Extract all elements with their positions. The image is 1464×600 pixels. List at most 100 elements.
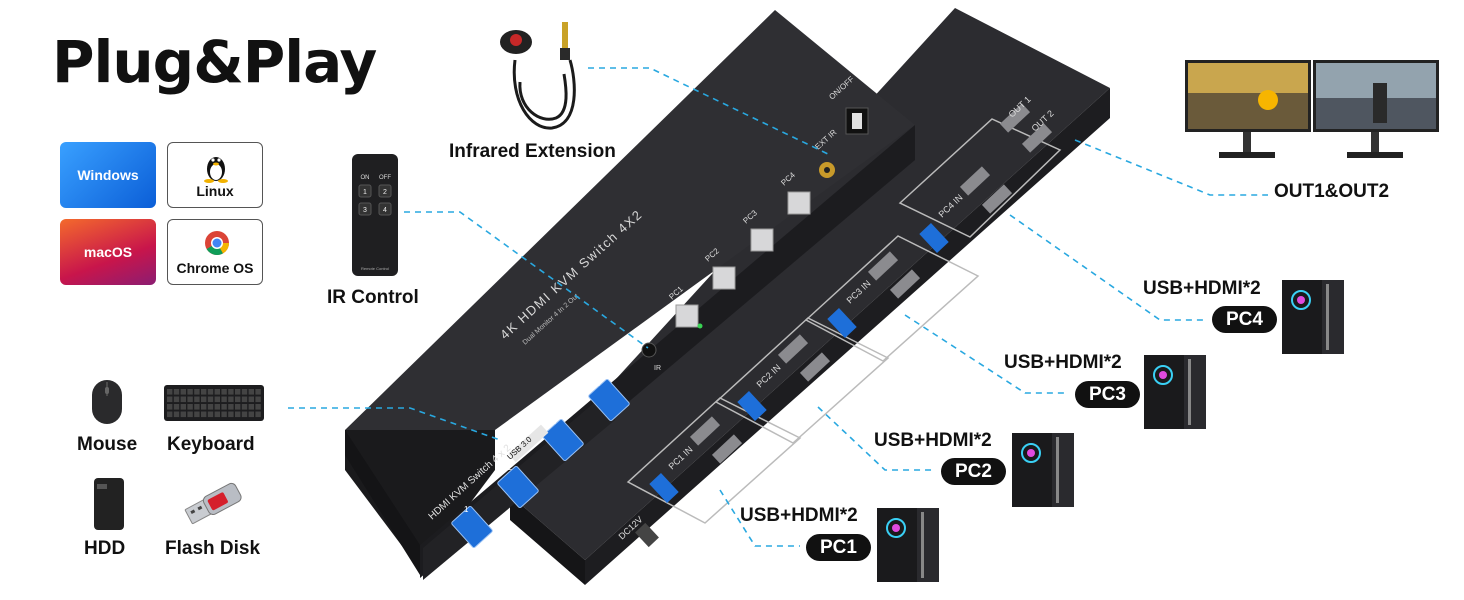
pc4-badge: PC4 <box>1212 306 1277 333</box>
windows-badge: Windows <box>60 142 156 208</box>
hdmi-port <box>689 416 721 446</box>
keyboard-key <box>201 411 207 418</box>
usb-port <box>737 391 767 421</box>
keyboard-key <box>207 404 214 410</box>
line-ir-extension <box>588 67 831 156</box>
macos-badge: macOS <box>60 219 156 285</box>
keyboard-key <box>180 404 186 410</box>
keyboard-key <box>228 396 234 403</box>
pc2-badge: PC2 <box>941 458 1006 485</box>
pc4-conn-label: USB+HDMI*2 <box>1143 278 1261 299</box>
infrared-extension-icon <box>500 22 576 130</box>
line-pc3 <box>904 314 1068 394</box>
linux-badge: Linux <box>167 142 263 208</box>
infrared-extension-label: Infrared Extension <box>449 141 616 162</box>
line-pc4 <box>1009 214 1205 321</box>
hdmi-port <box>889 269 921 299</box>
chromeos-badge: Chrome OS <box>167 219 263 285</box>
mouse-icon <box>92 380 122 424</box>
keyboard-key <box>167 411 173 418</box>
keyboard-key <box>173 411 180 418</box>
hdmi-port <box>981 184 1013 214</box>
keyboard-key <box>180 411 186 418</box>
keyboard-key <box>228 389 234 395</box>
keyboard-key <box>187 396 193 403</box>
keyboard-key <box>221 404 227 410</box>
remote-key-2: 2 <box>383 189 387 196</box>
linux-icon <box>204 157 228 183</box>
usb-port <box>919 223 949 253</box>
pc1-badge: PC1 <box>806 534 871 561</box>
hdmi-port <box>711 434 743 464</box>
pc3-tower-icon <box>1144 355 1206 429</box>
keyboard-key <box>235 411 241 418</box>
macos-label: macOS <box>83 244 133 260</box>
keyboard-key <box>187 411 193 418</box>
page-title: Plug&Play <box>52 28 377 96</box>
remote-on-text: ON <box>361 175 370 181</box>
windows-label: Windows <box>77 167 139 183</box>
keyboard-key <box>235 404 241 410</box>
hdmi-out-port <box>1021 123 1053 153</box>
keyboard-key <box>214 411 220 418</box>
keyboard-key <box>173 404 180 410</box>
kvm-switch-illustration: PC1 IN PC2 IN PC3 IN PC4 IN OUT 1 OUT 2 … <box>345 8 1110 585</box>
flash-disk-label: Flash Disk <box>165 538 261 559</box>
line-pc1 <box>719 489 800 547</box>
line-outputs <box>1074 139 1268 196</box>
keyboard-key <box>173 389 180 395</box>
keyboard-key <box>241 404 248 410</box>
keyboard-key <box>194 389 200 395</box>
keyboard-key <box>214 404 220 410</box>
keyboard-key <box>207 396 214 403</box>
remote-off-text: OFF <box>379 175 391 181</box>
remote-key-4: 4 <box>383 207 387 214</box>
keyboard-key <box>235 389 241 395</box>
hdmi-out-port <box>999 103 1031 133</box>
usb-port-1-text: 1 <box>464 505 469 514</box>
keyboard-key <box>194 411 200 418</box>
ir-text: IR <box>654 365 661 372</box>
pc1-conn-label: USB+HDMI*2 <box>740 505 858 526</box>
keyboard-key <box>255 396 261 403</box>
keyboard-key <box>241 389 248 395</box>
keyboard-key <box>180 389 186 395</box>
usb-port-2-text: 2 <box>508 463 513 472</box>
dual-monitors-icon <box>1185 60 1439 158</box>
keyboard-key <box>235 396 241 403</box>
keyboard-key <box>207 389 214 395</box>
pc2-tower-icon <box>1012 433 1074 507</box>
keyboard-key <box>201 404 207 410</box>
pc4-tower-icon <box>1282 280 1344 354</box>
pc2-conn-label: USB+HDMI*2 <box>874 430 992 451</box>
keyboard-key <box>214 389 220 395</box>
keyboard-key <box>194 396 200 403</box>
hdd-icon <box>94 478 124 530</box>
keyboard-key <box>241 396 248 403</box>
remote-caption: Remote Control <box>361 266 389 271</box>
keyboard-key <box>228 411 234 418</box>
hdmi-port <box>867 251 899 281</box>
outputs-label: OUT1&OUT2 <box>1274 181 1390 202</box>
line-pc2 <box>817 406 935 471</box>
usb-port <box>827 308 857 338</box>
keyboard-key <box>173 396 180 403</box>
usb-port <box>649 473 679 503</box>
linux-label: Linux <box>196 183 234 199</box>
keyboard-key <box>248 389 254 395</box>
ir-control-label: IR Control <box>327 287 419 308</box>
keyboard-key <box>187 404 193 410</box>
keyboard-key <box>167 396 173 403</box>
keyboard-key <box>241 411 248 418</box>
flash-disk-icon <box>184 482 242 525</box>
keyboard-key <box>221 389 227 395</box>
hdmi-port <box>799 352 831 382</box>
keyboard-key <box>194 404 200 410</box>
keyboard-key <box>255 404 261 410</box>
usb-port-4-text: 4 <box>596 379 601 388</box>
keyboard-key <box>167 404 173 410</box>
keyboard-key <box>255 411 261 418</box>
usb-port-3-text: 3 <box>552 417 557 426</box>
keyboard-key <box>221 411 227 418</box>
